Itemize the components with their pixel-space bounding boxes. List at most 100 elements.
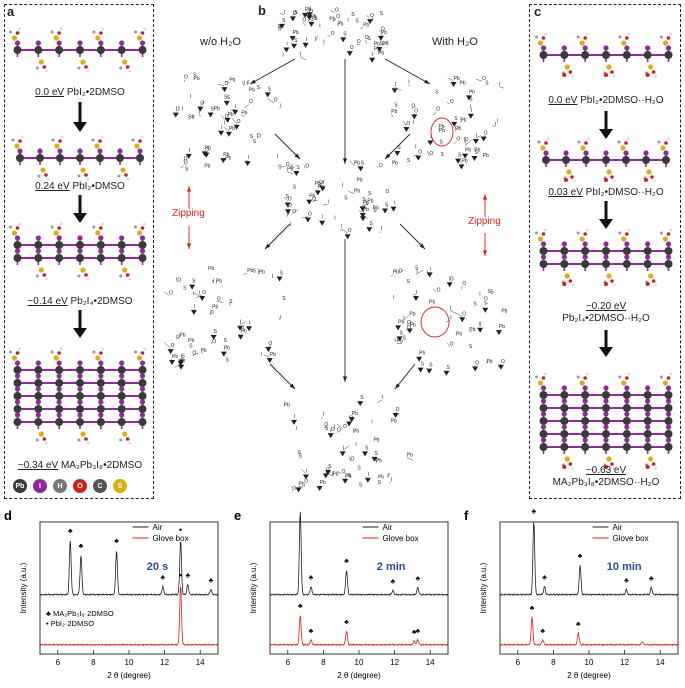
atom-label: O xyxy=(171,343,175,349)
iodine-atom xyxy=(14,386,21,392)
pbi2-peak-marker: • xyxy=(179,570,182,580)
iodine-atom xyxy=(56,386,62,392)
panel-c-step-3: −0.20 eV Pb₂I₄•2DMSO··H₂O xyxy=(530,301,682,325)
series-air xyxy=(499,522,679,597)
oxygen-atom xyxy=(15,31,20,35)
energy-value: −0.34 eV xyxy=(17,460,59,471)
formula: MA₂Pb₃I₈•2DMSO xyxy=(60,460,143,471)
bond-line xyxy=(231,118,237,124)
y-axis-label: Intensity (a.u.) xyxy=(479,562,488,613)
bond-line xyxy=(318,179,326,186)
iodine-atom xyxy=(139,373,146,379)
atom-label: O xyxy=(286,162,290,168)
hydrogen-atom xyxy=(60,135,64,139)
bond-line xyxy=(454,125,462,132)
lead-atom xyxy=(622,404,631,412)
hydrogen-atom xyxy=(618,35,622,39)
hydrogen-atom xyxy=(134,225,137,229)
lead-atom xyxy=(602,51,610,59)
arrow-mid-right-head xyxy=(419,243,425,249)
hydrogen-atom xyxy=(18,222,21,226)
atom-label: O xyxy=(343,424,347,430)
bond-line xyxy=(200,100,205,106)
club-peak-marker: ♣ xyxy=(542,575,547,582)
lead-atom xyxy=(55,366,64,374)
bond-line xyxy=(286,211,291,217)
x-tick-label: 6 xyxy=(516,658,521,667)
lead-atom xyxy=(602,260,610,268)
bond-line xyxy=(403,120,407,127)
bond-line xyxy=(379,231,381,234)
atom-label: S xyxy=(469,344,473,350)
bond-line xyxy=(412,154,419,157)
atom-label: S xyxy=(365,445,369,451)
step-arrow-head xyxy=(599,347,613,357)
iodine-atom xyxy=(645,241,651,247)
atom-label: O xyxy=(335,8,339,14)
atom-label: I xyxy=(476,133,477,139)
sulfur-atom xyxy=(606,456,612,462)
atom-label: Pb xyxy=(305,7,311,13)
sulfur-atom xyxy=(95,230,101,236)
atom-label: S xyxy=(351,12,355,18)
bond-line xyxy=(349,160,355,166)
atom-label: O xyxy=(475,360,479,366)
wedge-bond xyxy=(306,12,313,18)
sulfur-atom xyxy=(564,64,570,70)
atom-label: I xyxy=(300,52,301,58)
sulfur-atom xyxy=(540,145,546,151)
bond-line xyxy=(180,354,182,361)
x-tick-label: 8 xyxy=(91,658,96,667)
atom-label: Pb xyxy=(469,327,475,333)
hydrogen-atom xyxy=(128,441,132,445)
atom-label: S xyxy=(181,354,185,360)
iodine-atom xyxy=(561,437,567,443)
wedge-bond xyxy=(197,106,204,112)
atom-label: S xyxy=(294,10,298,16)
legend-label: Glove box xyxy=(383,534,419,543)
wedge-bond xyxy=(314,190,321,196)
bond-line xyxy=(292,11,295,16)
lead-atom xyxy=(96,241,105,249)
bond-line xyxy=(438,128,440,130)
atom-legend-h: H xyxy=(53,479,67,493)
atom-label: I xyxy=(282,52,283,58)
atom-label: Pb xyxy=(309,194,315,200)
lead-atom xyxy=(96,254,105,262)
lead-atom xyxy=(664,417,673,425)
hydrogen-atom xyxy=(544,32,547,36)
iodine-atom xyxy=(624,254,630,260)
atom-label: Pb xyxy=(367,198,373,204)
atom-label: O xyxy=(365,35,369,41)
arrow-top-left-head xyxy=(250,79,256,84)
atom-label: O xyxy=(184,160,188,166)
iodine-atom xyxy=(14,235,21,241)
atom-label: O xyxy=(437,287,441,293)
atom-label: Pb xyxy=(378,474,384,480)
water-oxygen xyxy=(604,465,608,469)
iodine-atom xyxy=(139,360,146,366)
bond-line xyxy=(432,288,437,293)
iodine-atom xyxy=(561,254,567,260)
atom-label: O xyxy=(450,341,454,347)
sulfur-atom xyxy=(537,380,544,386)
panel-a-label: a xyxy=(7,4,15,19)
lead-atom xyxy=(116,154,124,162)
club-peak-marker: ♣ xyxy=(298,603,303,610)
wedge-bond xyxy=(172,112,179,118)
iodine-atom xyxy=(540,424,547,430)
wedge-bond xyxy=(366,227,373,233)
reaction-scheme: PbIOSIPbOSPbIOSIPbOSPbIOSIPbOSPbIOSIPbOS… xyxy=(163,6,508,493)
iodine-atom xyxy=(57,148,63,154)
atom-label: I xyxy=(182,106,183,112)
oxygen-atom xyxy=(99,351,103,355)
iodine-atom xyxy=(645,437,651,443)
lead-atom xyxy=(138,379,147,387)
iodine-atom xyxy=(645,45,651,51)
bond-line xyxy=(279,107,281,109)
bond-line xyxy=(349,50,352,54)
water-oxygen xyxy=(645,282,650,286)
bond-line xyxy=(360,27,364,29)
atom-label: O xyxy=(379,163,383,169)
wedge-bond xyxy=(359,206,366,212)
